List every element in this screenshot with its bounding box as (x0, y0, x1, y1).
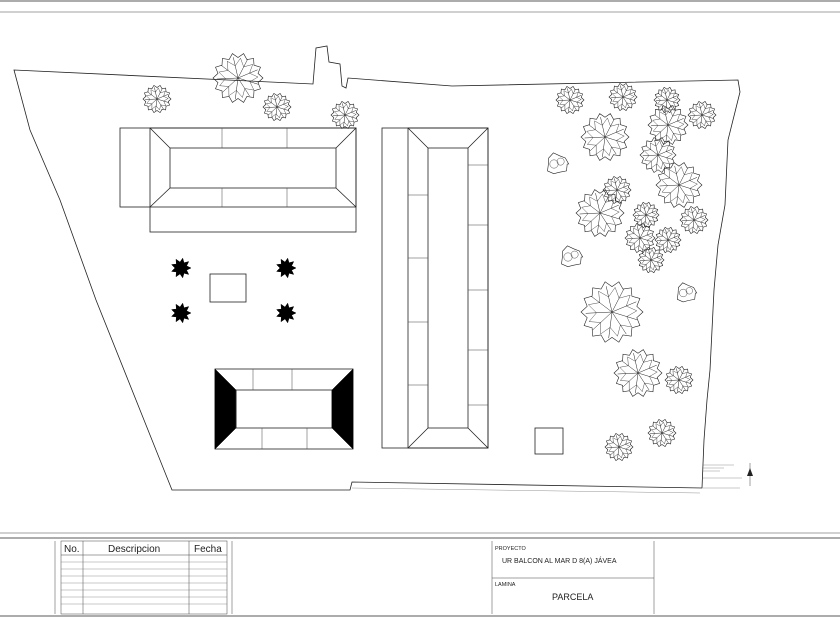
tree-canopy-icon (608, 82, 638, 112)
revisions-header-no: No. (64, 544, 80, 555)
tree-canopy-icon (664, 365, 694, 395)
tree-canopy-icon (262, 92, 292, 122)
revisions-header-description: Descripcion (108, 544, 160, 555)
tree-canopy-icon (639, 137, 677, 173)
tree-canopy-icon (604, 432, 634, 462)
tree-canopy-icon (142, 84, 172, 114)
revisions-header-date: Fecha (194, 544, 222, 555)
tree-canopy-icon (653, 86, 681, 114)
site-plan (13, 45, 753, 494)
building-b (381, 127, 489, 449)
sheet-frame (0, 0, 840, 617)
outdoor-pad (534, 427, 564, 455)
bush-outline-icon (561, 245, 584, 268)
shrub-icon (276, 257, 297, 279)
shrub-icon (276, 302, 297, 324)
bush-layer (547, 152, 698, 303)
shrub-icon (171, 302, 192, 324)
sheet-label: LAMINA (495, 582, 516, 588)
roof-shade-right (331, 368, 354, 450)
tree-canopy-icon (687, 100, 717, 130)
revisions-table: No. Descripcion Fecha (60, 540, 228, 615)
shrub-icon (171, 257, 192, 279)
north-arrow-icon (747, 463, 753, 486)
tree-canopy-icon (330, 100, 360, 130)
building-a (119, 127, 357, 233)
tree-canopy-icon (632, 201, 660, 229)
tree-canopy-icon (575, 189, 625, 237)
tree-canopy-icon (580, 281, 644, 343)
parcel-boundary (13, 45, 741, 491)
courtyard-pad (209, 273, 247, 303)
tree-canopy-icon (654, 226, 682, 254)
tree-canopy-icon (679, 205, 709, 235)
tree-canopy-icon (637, 246, 665, 274)
plan-legend (703, 463, 753, 489)
tree-canopy-icon (624, 222, 656, 254)
bush-outline-icon (676, 282, 698, 303)
tree-canopy-icon (647, 105, 689, 145)
tree-layer (142, 53, 717, 462)
tree-canopy-icon (212, 53, 264, 103)
shrub-layer (171, 257, 297, 324)
roof-shade-left (214, 368, 237, 450)
sheet-name: PARCELA (552, 592, 593, 602)
bush-outline-icon (547, 152, 570, 175)
tree-canopy-icon (655, 162, 703, 208)
tree-canopy-icon (613, 349, 663, 397)
tree-canopy-icon (580, 113, 630, 161)
building-c (214, 368, 354, 450)
title-block: No. Descripcion Fecha PROYECTO UR BALCON… (54, 540, 655, 615)
tree-canopy-icon (555, 85, 585, 115)
tree-canopy-icon (602, 175, 632, 205)
parcel-setback-line (351, 487, 701, 494)
project-name: UR BALCON AL MAR D 8(A) JÁVEA (502, 556, 617, 565)
project-label: PROYECTO (495, 546, 526, 552)
tree-canopy-icon (647, 418, 677, 448)
